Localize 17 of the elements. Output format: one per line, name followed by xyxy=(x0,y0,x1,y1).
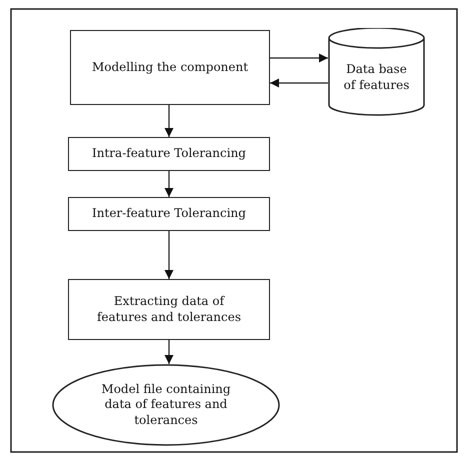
node-text: Inter-feature Tolerancing xyxy=(92,206,246,222)
arrow xyxy=(164,171,174,197)
node-text: Modelling the component xyxy=(92,60,248,76)
node-text: Model file containing data of features and tolerances xyxy=(100,382,232,428)
arrow xyxy=(164,340,174,364)
node-text: Data base of features xyxy=(342,62,410,94)
arrow xyxy=(270,78,328,88)
arrow xyxy=(164,105,174,137)
process-box xyxy=(68,137,270,171)
node-text: Extracting data of features and tolerances xyxy=(96,294,242,326)
node-text: Intra-feature Tolerancing xyxy=(92,146,246,162)
database-cylinder xyxy=(328,28,425,116)
process-box xyxy=(68,279,270,340)
arrow xyxy=(164,231,174,279)
process-box xyxy=(68,197,270,231)
process-box xyxy=(70,30,270,105)
arrow xyxy=(270,54,328,62)
